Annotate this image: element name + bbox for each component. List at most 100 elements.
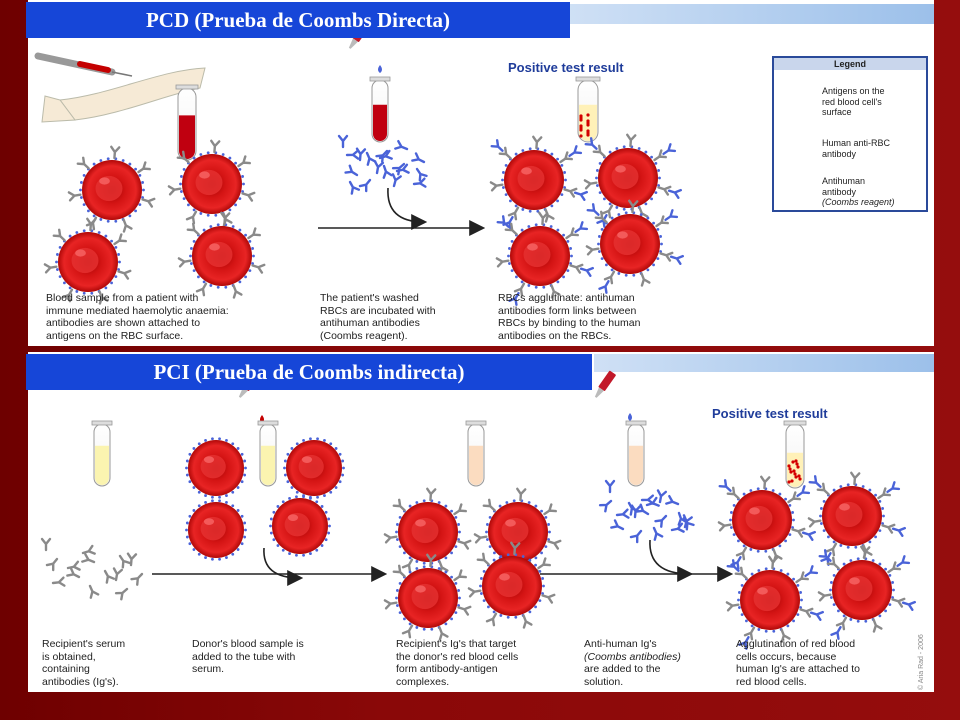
antigen-dot (597, 242, 600, 246)
antibody-shape (66, 560, 81, 571)
antigen-dot (328, 524, 331, 528)
antigen-dot (488, 545, 492, 549)
test-tube (783, 420, 807, 489)
antigen-dot (231, 504, 235, 508)
antibody-shape (559, 151, 573, 164)
antigen-dot (55, 260, 58, 264)
human-antibody (114, 587, 129, 601)
direct-coombs-banner: PCD (Prueba de Coombs Directa) (26, 2, 570, 38)
human-antibody (787, 491, 801, 504)
antigen-dot (134, 209, 137, 213)
antigen-dot (830, 581, 833, 584)
antigen-dot (502, 186, 505, 189)
agglutinate-speck (795, 462, 799, 466)
test-tube (625, 420, 647, 487)
antibody-shape (490, 139, 504, 152)
antibody-shape (532, 135, 543, 150)
antigen-dot (408, 570, 412, 574)
antigen-dot (864, 619, 868, 623)
human-antibody (760, 475, 771, 490)
antigen-dot (290, 486, 294, 489)
human-antibody (401, 624, 414, 639)
antigen-dot (238, 197, 242, 201)
red-blood-cell (489, 135, 588, 230)
antigen-dot (75, 231, 79, 234)
test-tube (91, 420, 113, 487)
antigen-dot (842, 614, 846, 618)
antibody-shape (348, 180, 361, 195)
antigen-dot (820, 522, 823, 525)
antigen-dot (562, 233, 565, 237)
antibody-shape (780, 628, 791, 643)
antigen-dot (534, 563, 537, 567)
human-antibody (510, 541, 521, 556)
antigen-dot (82, 229, 86, 233)
antigen-dot (238, 228, 242, 232)
caption-line: Recipient's Ig's that target (396, 638, 517, 650)
tube-liquid (179, 115, 195, 159)
caption-line: is obtained, (42, 650, 96, 663)
human-antibody (543, 503, 557, 516)
antigen-dot (415, 560, 419, 563)
antibody-shape (457, 539, 472, 550)
legend-item-antihuman-antibody: Antihuman antibody (Coombs reagent) (822, 176, 895, 208)
antigen-dot (128, 214, 132, 218)
antigen-dot (218, 557, 221, 561)
human-antibody (86, 217, 97, 232)
antigen-dot (231, 442, 235, 446)
antigen-dot (742, 492, 746, 496)
antigen-dot (772, 629, 776, 633)
caption-line: Agglutination of red blood (736, 638, 856, 650)
antigen-dot (68, 234, 72, 238)
antigen-dot (295, 553, 298, 557)
caption-line: serum. (192, 663, 225, 675)
antigen-dot (881, 507, 884, 510)
antigen-dot (740, 583, 744, 587)
antibody-shape (375, 149, 389, 163)
antigen-dot (610, 268, 614, 272)
human-antibody (467, 587, 482, 598)
antibody-shape (210, 139, 221, 154)
legend-line: (Coombs reagent) (822, 197, 895, 207)
antibody-shape (40, 537, 52, 552)
agglutinate-speck (586, 113, 590, 117)
antigen-dot (450, 617, 453, 621)
antigen-dot (541, 592, 544, 595)
antigen-dot (868, 540, 872, 544)
red-blood-cell (585, 199, 684, 294)
antibody-shape (401, 558, 414, 573)
antigen-dot (216, 285, 220, 289)
top-positive-result-label: Positive test result (508, 60, 624, 75)
antigen-dot (211, 437, 214, 441)
antigen-dot (202, 228, 206, 232)
human-antibody (392, 498, 406, 512)
antigen-dot (600, 257, 604, 261)
antigen-dot (771, 489, 775, 492)
antigen-dot (506, 553, 510, 557)
antihuman-antibody (375, 149, 389, 163)
antigen-dot (315, 500, 319, 504)
agglutinate-speck (794, 475, 798, 479)
antigen-dot (398, 581, 402, 585)
antihuman-antibody (496, 215, 510, 228)
antigen-dot (657, 169, 660, 172)
antibody-shape (640, 494, 655, 505)
antibody-shape (565, 227, 579, 240)
antibody-shape (382, 164, 393, 179)
antibody-shape (653, 149, 667, 162)
antigen-dot (236, 486, 240, 489)
antigen-dot (56, 253, 59, 256)
antigen-dot (788, 533, 792, 537)
human-antibody (485, 612, 498, 627)
human-antibody (185, 210, 198, 225)
antigen-dot (398, 515, 402, 519)
antibody-shape (677, 511, 688, 526)
antibody-shape (809, 610, 824, 621)
legend-line: Antihuman (822, 176, 866, 186)
antibody-shape (550, 284, 561, 299)
caption-donor-blood: Donor's blood sample is added to the tub… (192, 638, 304, 676)
antigen-dot (600, 227, 604, 231)
human-antibody (426, 487, 437, 502)
rbc-highlight (617, 231, 628, 239)
antigen-dot (295, 442, 299, 446)
